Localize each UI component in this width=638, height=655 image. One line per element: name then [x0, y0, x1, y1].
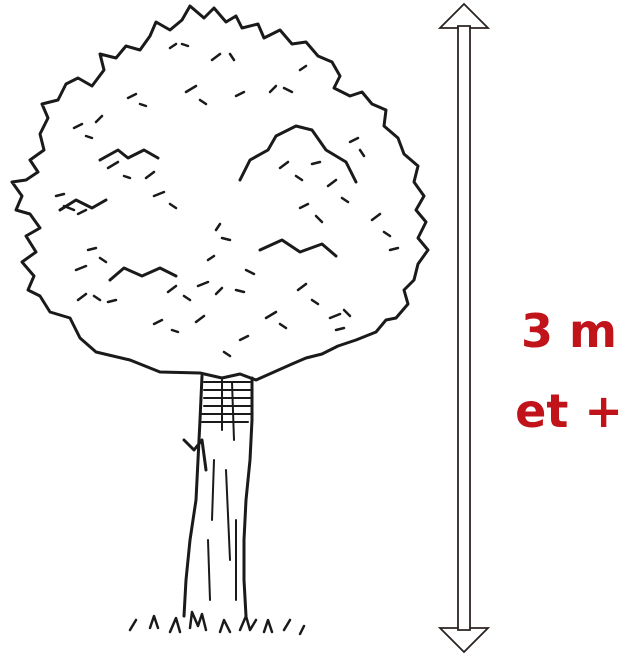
double-arrow-icon [440, 4, 488, 652]
grass-tufts [130, 612, 304, 634]
tree-crown-outline [12, 6, 428, 380]
tree-sketch-icon [12, 6, 428, 634]
height-qualifier-label: et + [500, 388, 638, 434]
tree-trunk [184, 376, 202, 616]
height-value-label: 3 m [500, 308, 638, 354]
